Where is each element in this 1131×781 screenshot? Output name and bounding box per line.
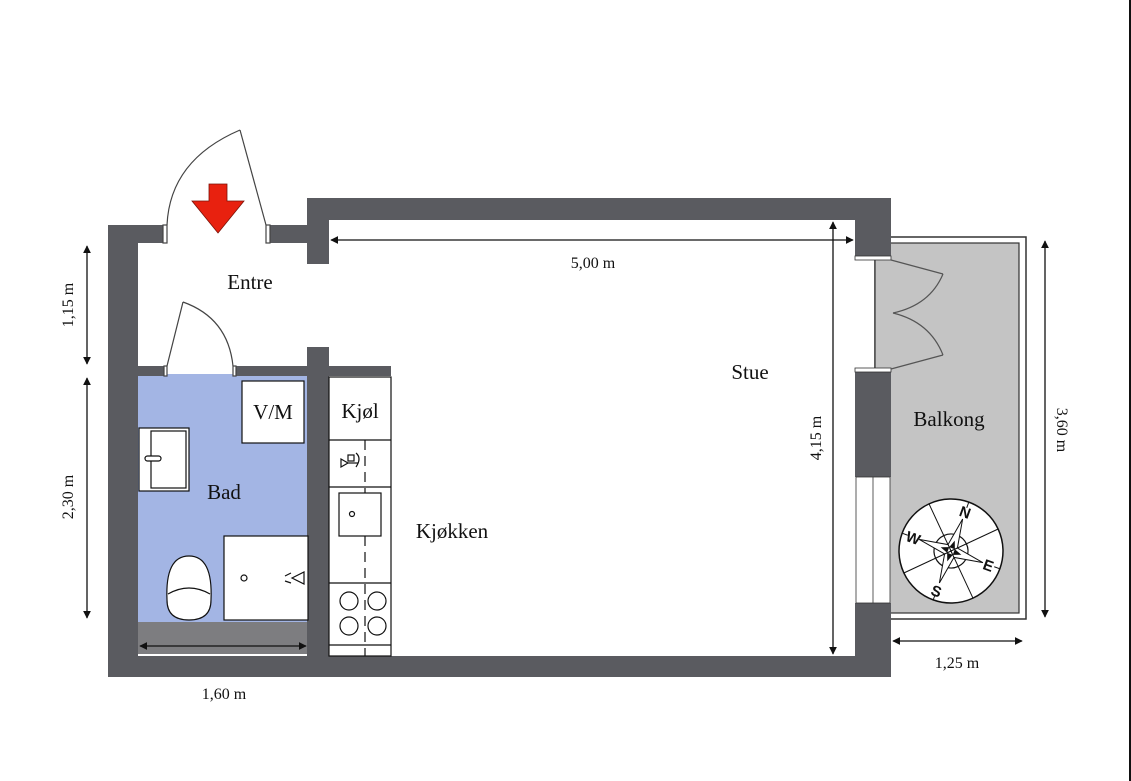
bath-sink: [138, 427, 190, 492]
dim-stue-width: 5,00 m: [571, 255, 616, 272]
dim-balkong-height: 3,60 m: [1053, 408, 1070, 453]
toilet: [166, 555, 212, 621]
entry-arrow-icon: [191, 183, 245, 234]
room-label-balkong: Balkong: [913, 407, 985, 431]
dim-balkong-width: 1,25 m: [935, 655, 980, 672]
room-label-stue: Stue: [731, 360, 768, 384]
image-border: [1129, 0, 1131, 781]
room-label-kjokken: Kjøkken: [416, 519, 489, 543]
entrance-door: [162, 129, 271, 244]
dim-bad-width: 1,60 m: [202, 686, 247, 703]
washing-machine: [241, 380, 305, 444]
room-label-bad: Bad: [207, 480, 241, 504]
window: [855, 476, 891, 604]
bathroom-door: [163, 301, 237, 377]
dim-stue-depth: 4,15 m: [808, 415, 825, 460]
washer-label: V/M: [253, 400, 293, 424]
compass-w: W: [903, 528, 923, 549]
dimension-lines: [83, 221, 1049, 655]
walls: [108, 198, 891, 677]
shower: [223, 535, 309, 621]
kitchen-counter: [328, 376, 392, 657]
bathroom-threshold: [138, 622, 308, 654]
dim-bad-height: 2,30 m: [60, 474, 77, 519]
compass-icon: N S E W: [898, 498, 1004, 604]
room-label-entre: Entre: [227, 270, 272, 294]
dim-entre-height: 1,15 m: [60, 282, 77, 327]
fridge-label: Kjøl: [341, 399, 379, 423]
balcony-door: [890, 259, 944, 370]
